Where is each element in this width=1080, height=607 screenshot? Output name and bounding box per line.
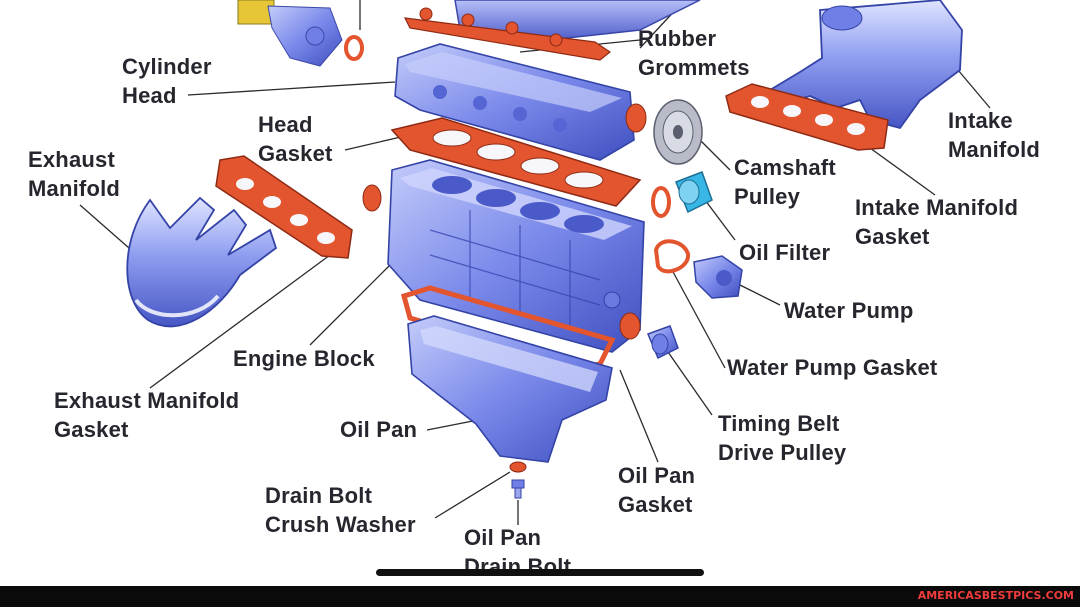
leader-camshaft-pulley (699, 139, 731, 171)
timing-belt-drive-pulley-part (619, 312, 679, 360)
label-camshaft-pulley: Camshaft Pulley (734, 155, 836, 209)
label-exhaust-manifold-gasket: Exhaust Manifold Gasket (54, 388, 240, 442)
leader-cylinder-head (187, 81, 396, 96)
exhaust-manifold-gasket-part (215, 155, 353, 259)
leader-intake-manifold (957, 69, 991, 109)
label-exhaust-manifold: Exhaust Manifold (28, 147, 121, 201)
leader-oil-filter (704, 199, 736, 241)
camshaft-pulley-part (653, 99, 703, 165)
leader-timing-belt-drive-pulley (667, 351, 713, 416)
thermostat-part (237, 0, 364, 67)
head-gasket-part (390, 117, 642, 207)
label-water-pump: Water Pump (784, 298, 914, 323)
leader-oil-pan-gasket (619, 369, 659, 463)
label-intake-manifold-gasket: Intake Manifold Gasket (855, 195, 1019, 249)
label-engine-block: Engine Block (233, 346, 375, 371)
footer-bar: AMERICASBESTPICS.COM (0, 586, 1080, 607)
leader-drain-bolt-crush-washer (434, 471, 511, 519)
leader-engine-block (309, 264, 391, 346)
engine-block-part (362, 159, 645, 353)
label-rubber-grommets: Rubber Grommets (638, 26, 750, 80)
oil-pan-part (407, 315, 613, 463)
label-cylinder-head: Cylinder Head (122, 54, 212, 108)
label-oil-pan: Oil Pan (340, 417, 418, 442)
leader-water-pump (739, 284, 781, 306)
cylinder-head-part (394, 43, 647, 161)
leader-head-gasket (344, 135, 406, 151)
label-timing-belt-drive-pulley: Timing Belt Drive Pulley (718, 411, 847, 465)
oil-filter-part (651, 171, 713, 218)
leader-intake-manifold-gasket (869, 147, 936, 196)
label-water-pump-gasket: Water Pump Gasket (727, 355, 938, 380)
leader-water-pump-gasket (671, 269, 726, 369)
label-oil-pan-gasket: Oil Pan Gasket (618, 463, 696, 517)
water-pump-part (693, 255, 743, 299)
drain-bolt-part (509, 461, 527, 499)
home-indicator-bar (376, 569, 704, 576)
water-pump-gasket-part (653, 239, 690, 274)
watermark-text: AMERICASBESTPICS.COM (917, 589, 1074, 602)
intake-manifold-gasket-part (725, 83, 889, 151)
label-drain-bolt-crush-washer: Drain Bolt Crush Washer (265, 483, 416, 537)
leader-lines (79, 4, 991, 525)
exhaust-manifold-part (126, 196, 278, 328)
intake-manifold-part (768, 0, 963, 130)
label-intake-manifold: Intake Manifold (948, 108, 1041, 162)
leader-exhaust-manifold-gasket (149, 254, 331, 389)
valve-cover-part (403, 0, 701, 61)
leader-oil-pan (426, 419, 479, 431)
label-oil-filter: Oil Filter (739, 240, 831, 265)
label-head-gasket: Head Gasket (258, 112, 333, 166)
